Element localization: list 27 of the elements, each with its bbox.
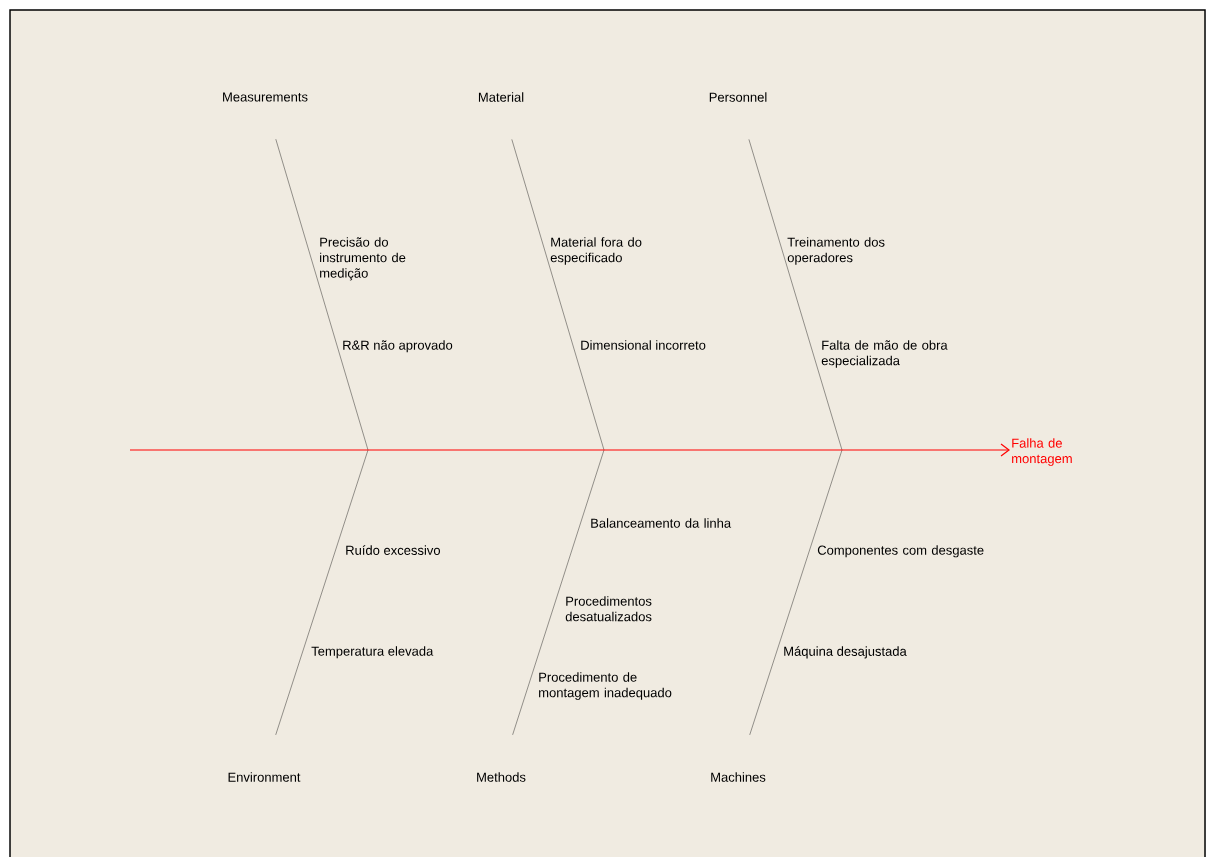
effect-label: Falha de montagem [1012,438,1072,466]
category-label: Measurements [223,92,308,102]
bone-line [748,139,843,451]
cause-label: Ruído excessivo [346,545,440,555]
cause-label: Material fora do especificado [550,237,642,265]
bone-line [275,138,369,451]
cause-label: Procedimento de montagem inadequado [539,672,672,700]
cause-label: Dimensional incorreto [581,340,706,350]
cause-label: Falta de mão de obra especializada [821,340,948,368]
cause-label: R&R não aprovado [343,340,453,353]
cause-label: Máquina desajustada [784,646,907,659]
category-label: Environment [228,772,301,782]
bone-line [511,139,605,451]
bone-line [275,449,369,736]
cause-label: Temperatura elevada [311,646,434,659]
bone-line [749,449,843,736]
cause-label: Precisão do instrumento de medição [320,237,406,281]
category-label: Machines [711,772,766,782]
category-label: Methods [477,772,526,782]
cause-label: Balanceamento da linha [591,518,732,528]
cause-label: Treinamento dos operadores [787,237,885,265]
cause-label: Componentes com desgaste [817,545,984,558]
category-label: Material [478,92,524,102]
bone-line [512,449,605,736]
category-label: Personnel [709,92,767,102]
cause-label: Procedimentos desatualizados [565,596,652,622]
arrow [129,443,1010,457]
